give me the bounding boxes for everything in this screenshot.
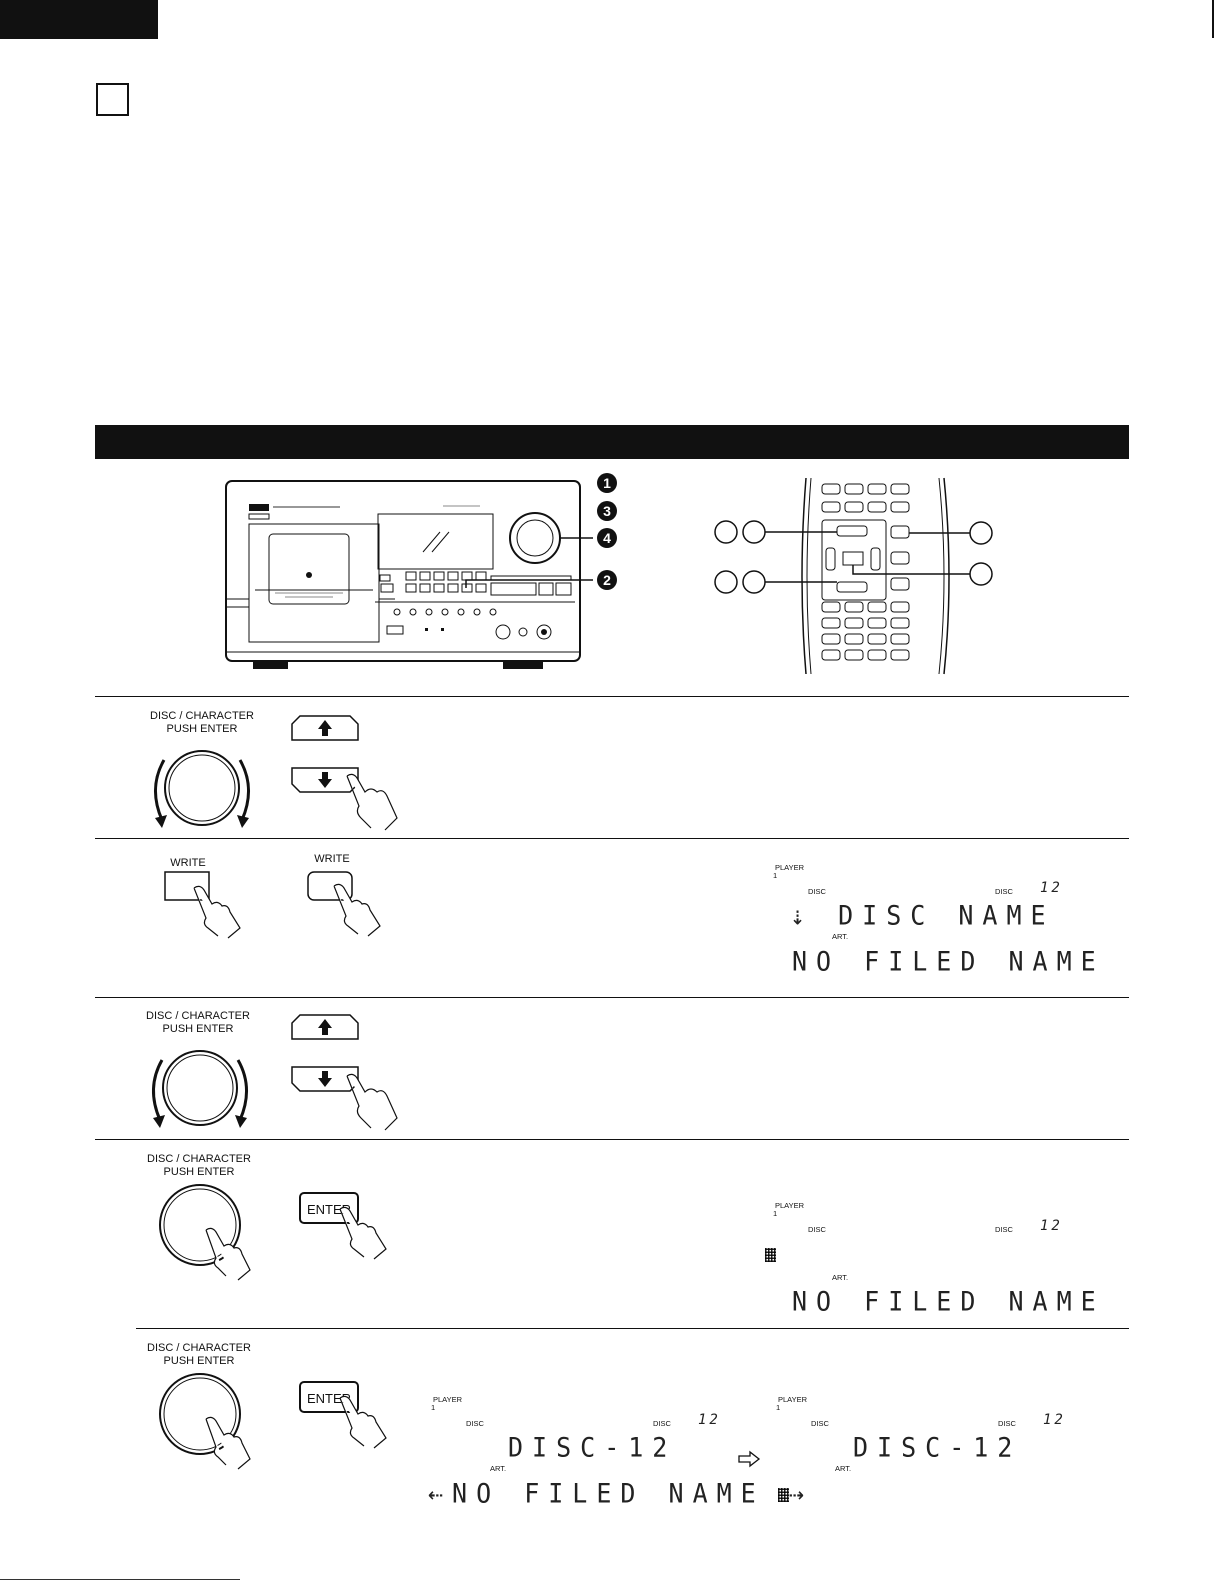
disc-number: 12 <box>698 1412 721 1428</box>
cursor-block <box>765 1248 776 1262</box>
hand-pointer-icon <box>346 773 398 831</box>
step-rule-4 <box>95 1139 1129 1140</box>
hand-pointer-icon <box>346 1073 398 1131</box>
display-step5-after: PLAYER 1 DISC DISC 12 DISC-12 ART. <box>773 1394 1103 1514</box>
player-label: PLAYER <box>775 863 805 872</box>
disc-number: 12 <box>1040 880 1063 896</box>
player-number: 1 <box>431 1403 436 1412</box>
dial-label: DISC / CHARACTER PUSH ENTER <box>147 1153 251 1178</box>
callout-3-label: 3 <box>603 503 611 519</box>
disc-label-right: DISC <box>995 887 1013 896</box>
dial-label: DISC / CHARACTER PUSH ENTER <box>146 1010 250 1035</box>
art-label: ART. <box>490 1464 507 1473</box>
display-step4: PLAYER 1 DISC DISC 12 ART. NO FILED NAME <box>765 1200 1100 1320</box>
dial-label: DISC / CHARACTER PUSH ENTER <box>147 1342 251 1367</box>
disc-label-left: DISC <box>808 1225 826 1234</box>
cd-changer-front-panel <box>225 480 593 669</box>
display-line-2: ⇠NO FILED NAME ⇢ <box>428 1478 813 1509</box>
write-label-remote: WRITE <box>314 853 350 865</box>
callout-2-icon: 2 <box>597 570 617 590</box>
enter-label: ENTER <box>307 1391 351 1406</box>
write-button-unit-icon <box>164 871 241 939</box>
enter-button-icon: ENTER <box>299 1381 387 1449</box>
step-rule-1 <box>95 696 1129 697</box>
callout-1-label: 1 <box>603 475 611 491</box>
art-label: ART. <box>832 932 849 941</box>
disc-label-left: DISC <box>811 1419 829 1428</box>
disc-number: 12 <box>1043 1412 1066 1428</box>
arrow-right-icon <box>738 1450 761 1468</box>
disc-label-left: DISC <box>808 887 826 896</box>
corner-mark <box>1212 0 1214 38</box>
section-header-bar <box>95 425 1129 459</box>
disc-label-right: DISC <box>998 1419 1016 1428</box>
player-label: PLAYER <box>778 1395 808 1404</box>
footer-rule <box>0 1579 240 1580</box>
callout-4-icon: 4 <box>597 528 617 548</box>
display-line-1: DISC-12 <box>853 1432 1022 1463</box>
rotary-dial-icon <box>151 1050 249 1128</box>
display-step2: PLAYER 1 DISC DISC 12 ⇣ DISC NAME ART. N… <box>770 862 1100 982</box>
art-label: ART. <box>835 1464 852 1473</box>
section-box <box>96 83 129 116</box>
callout-1-icon: 1 <box>597 473 617 493</box>
enter-button-icon: ENTER <box>299 1192 387 1260</box>
player-number: 1 <box>776 1403 781 1412</box>
player-label: PLAYER <box>433 1395 463 1404</box>
up-button-icon <box>291 1014 359 1040</box>
display-step5-before: PLAYER 1 DISC DISC 12 DISC-12 ART. ⇠NO F… <box>428 1394 804 1514</box>
player-label: PLAYER <box>775 1201 805 1210</box>
player-number: 1 <box>773 871 778 880</box>
callout-2-label: 2 <box>603 572 611 588</box>
display-line-1: ⇣ DISC NAME <box>790 900 1055 931</box>
disc-label-right: DISC <box>653 1419 671 1428</box>
step-rule-3 <box>95 997 1129 998</box>
callout-4-label: 4 <box>603 530 611 546</box>
up-button-icon <box>291 715 359 741</box>
down-button-icon <box>291 767 359 793</box>
callout-3-icon: 3 <box>597 501 617 521</box>
write-button-remote-icon <box>307 871 381 937</box>
cursor-block <box>778 1488 789 1502</box>
rotary-dial-icon <box>153 750 251 828</box>
write-label-unit: WRITE <box>170 857 206 869</box>
display-line-2: NO FILED NAME <box>792 946 1105 977</box>
remote-control-illustration <box>714 477 993 675</box>
disc-label-left: DISC <box>466 1419 484 1428</box>
dial-label: DISC / CHARACTER PUSH ENTER <box>150 710 254 735</box>
enter-label: ENTER <box>307 1202 351 1217</box>
down-button-icon <box>291 1066 359 1092</box>
disc-number: 12 <box>1040 1218 1063 1234</box>
player-number: 1 <box>773 1209 778 1218</box>
disc-label-right: DISC <box>995 1225 1013 1234</box>
corner-tab <box>0 0 158 39</box>
display-line-2: NO FILED NAME <box>792 1286 1105 1317</box>
step-rule-2 <box>95 838 1129 839</box>
step-rule-5 <box>136 1328 1129 1329</box>
push-dial-icon <box>159 1373 251 1470</box>
display-line-1: DISC-12 <box>508 1432 677 1463</box>
push-dial-icon <box>159 1184 251 1281</box>
art-label: ART. <box>832 1273 849 1282</box>
